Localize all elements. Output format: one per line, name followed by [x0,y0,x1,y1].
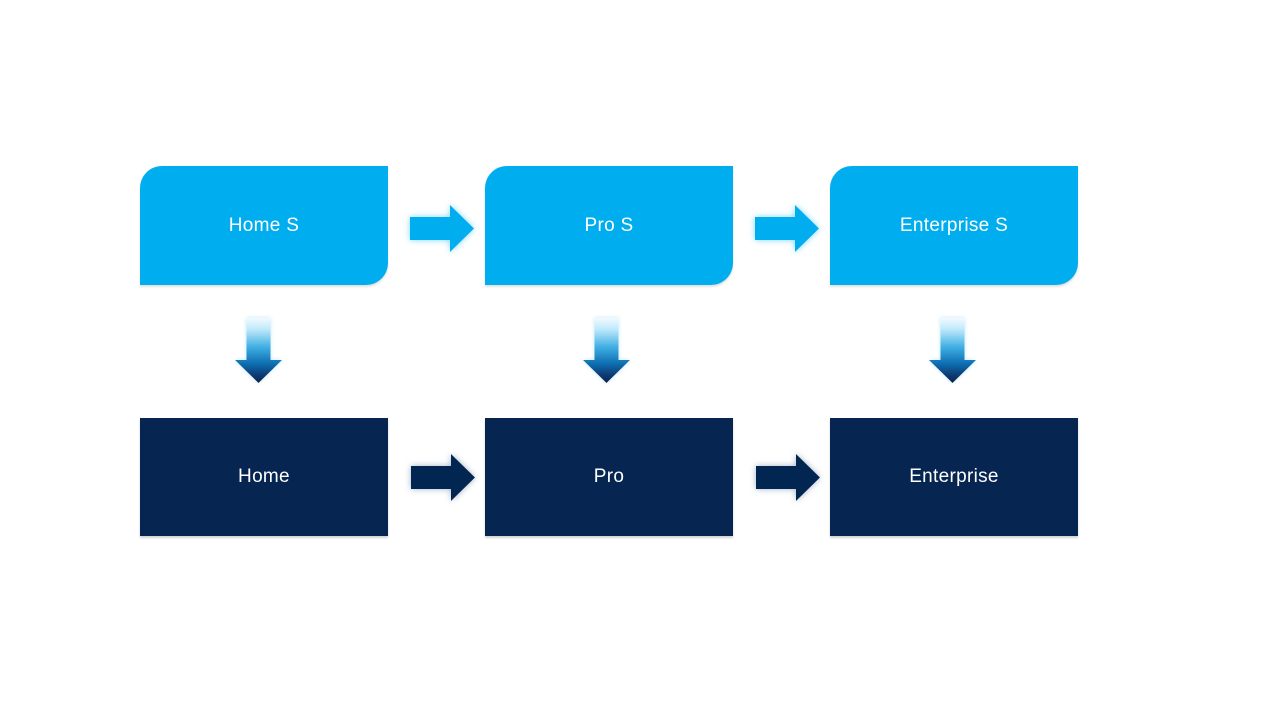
node-label: Enterprise [909,466,999,487]
node-label: Home [238,466,290,487]
right-arrow-icon [411,454,475,501]
node-enterprise-s: Enterprise S [830,166,1078,285]
node-label: Enterprise S [899,214,1009,236]
down-arrow-icon [929,318,976,383]
node-enterprise: Enterprise [830,418,1078,536]
down-arrow-icon [235,318,282,383]
node-home-s: Home S [140,166,388,285]
right-arrow-icon [756,454,820,501]
down-arrow-icon [583,318,630,383]
node-label: Pro [593,466,625,487]
node-label: Pro S [584,214,634,236]
node-home: Home [140,418,388,536]
right-arrow-icon [755,205,819,252]
right-arrow-icon [410,205,474,252]
node-label: Home S [228,214,300,236]
node-pro: Pro [485,418,733,536]
node-pro-s: Pro S [485,166,733,285]
